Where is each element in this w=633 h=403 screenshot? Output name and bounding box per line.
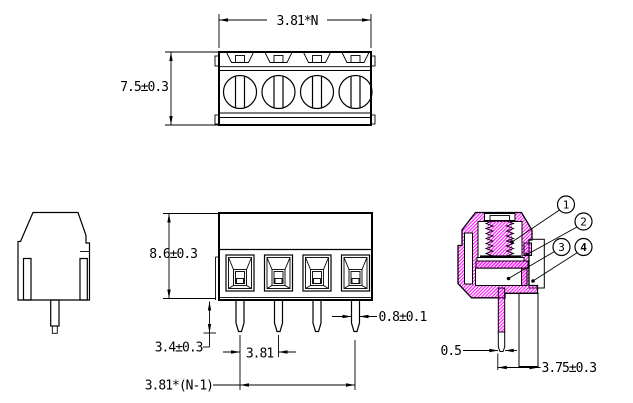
dim-text-top-width: 3.81*N xyxy=(277,14,318,29)
left-tab-top xyxy=(214,55,220,67)
solder-pin xyxy=(235,300,245,333)
side-groove-right xyxy=(79,257,88,301)
dim-pin-length: 3.4±0.3 xyxy=(155,301,216,356)
dim-text-front-height: 8.6±0.3 xyxy=(149,247,197,262)
side-view xyxy=(17,211,91,334)
callout-2: 2 xyxy=(574,212,593,231)
solder-pin xyxy=(273,300,284,333)
screw-thread-left xyxy=(484,220,495,257)
screw-head xyxy=(261,74,296,110)
dim-text-top-height: 7.5±0.3 xyxy=(120,80,168,95)
right-tab-bottom xyxy=(370,114,376,125)
clamp-right-wall xyxy=(521,267,528,286)
dim-text-mount-depth: 3.75±0.3 xyxy=(542,361,597,376)
housing-groove xyxy=(464,232,473,285)
wire-opening xyxy=(263,254,294,292)
wire-opening xyxy=(302,254,332,292)
wire-openings xyxy=(225,254,371,292)
callout-4: 4 xyxy=(574,237,593,257)
callouts: 1 2 3 4 xyxy=(506,195,593,283)
side-wall-lower xyxy=(518,292,539,367)
wire-opening xyxy=(225,254,255,292)
dim-top-width: 3.81*N xyxy=(218,14,372,48)
wire-entry-funnels xyxy=(225,52,370,63)
clamp-screw xyxy=(480,220,521,258)
callout-1: 1 xyxy=(556,195,576,214)
dim-text-pin-length: 3.4±0.3 xyxy=(155,341,203,356)
left-tab-bottom xyxy=(214,114,220,125)
dim-top-height: 7.5±0.3 xyxy=(120,51,219,126)
screw-slot xyxy=(484,213,516,221)
dim-pin-pitch: 3.81 xyxy=(223,335,296,390)
clamp-plate xyxy=(476,257,525,262)
top-view: 3.81*N 7.5±0.3 xyxy=(120,14,376,126)
section-view: 1 2 3 4 0.5 xyxy=(441,195,597,376)
section-pin xyxy=(497,287,506,352)
dim-pitch-total: 3.81*(N-1) xyxy=(145,340,356,394)
wire-cavity xyxy=(475,267,522,286)
solder-pins xyxy=(235,300,361,333)
dim-text-pin-thickness: 0.5 xyxy=(441,344,462,359)
callout-2-label: 2 xyxy=(580,216,587,229)
callout-1-label: 1 xyxy=(563,199,570,212)
dim-front-height: 8.6±0.3 xyxy=(149,213,219,299)
dim-pin-width: 0.8±0.1 xyxy=(332,310,427,325)
screw-thread-right xyxy=(505,220,515,257)
clamp-top-bar xyxy=(475,260,529,269)
dim-text-pin-pitch: 3.81 xyxy=(246,347,273,362)
dim-mount-depth: 3.75±0.3 xyxy=(497,353,597,376)
callout-4-label: 4 xyxy=(580,241,587,254)
solder-pin xyxy=(312,300,322,333)
dim-text-pin-width: 0.8±0.1 xyxy=(379,310,427,325)
screw-head xyxy=(222,74,258,110)
side-groove-left xyxy=(22,257,32,301)
solder-pin xyxy=(350,300,361,333)
screw-head xyxy=(299,74,335,110)
screw-heads xyxy=(222,74,373,110)
dim-text-pitch-total: 3.81*(N-1) xyxy=(145,379,213,394)
screw-head xyxy=(338,74,373,110)
dim-pin-thickness: 0.5 xyxy=(441,344,517,359)
callout-3: 3 xyxy=(552,237,571,257)
screw-slot-inner xyxy=(489,215,510,221)
right-tab-top xyxy=(370,55,376,67)
front-view: 8.6±0.3 3.4±0.3 3.81 3.81*(N-1) xyxy=(145,212,427,394)
wire-opening xyxy=(340,254,371,292)
side-pin xyxy=(50,299,60,334)
callout-3-label: 3 xyxy=(558,241,565,254)
